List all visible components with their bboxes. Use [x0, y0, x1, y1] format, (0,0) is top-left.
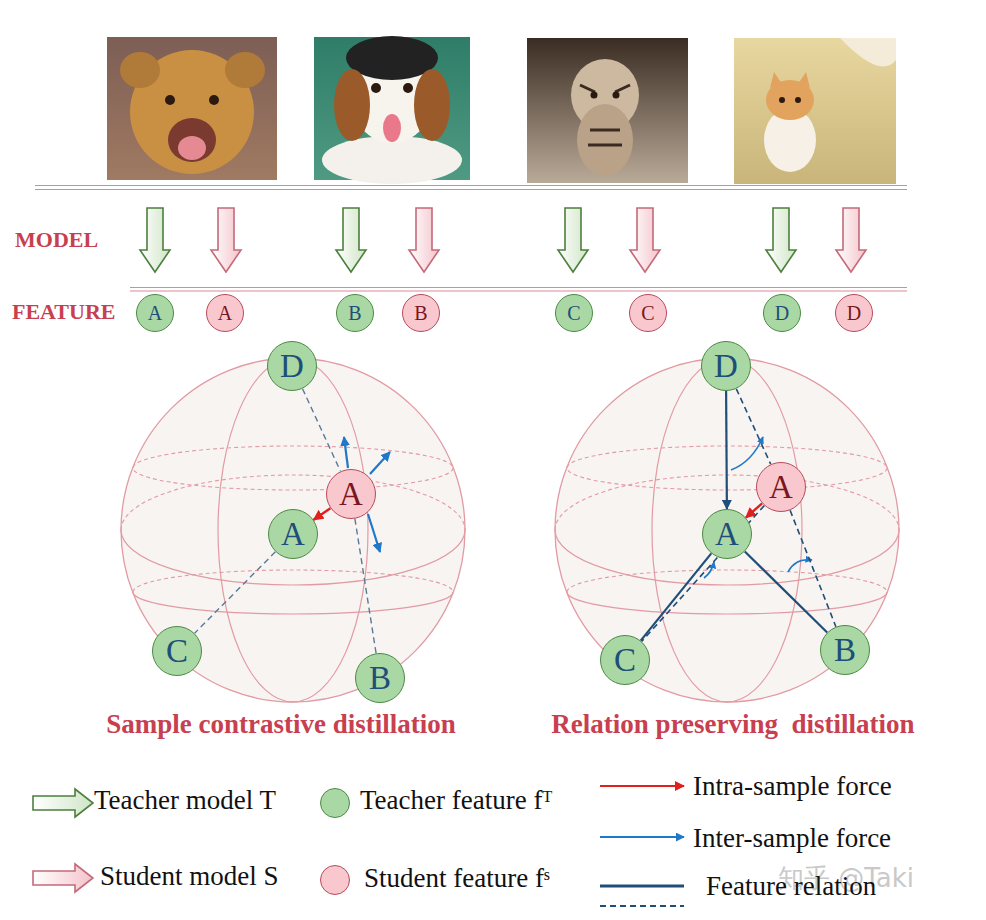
legend-intra-arrow: [600, 785, 684, 787]
legend-student-arrow: [33, 864, 93, 892]
node-label: A: [148, 303, 162, 323]
student-feature-circle: C: [629, 294, 667, 332]
node-label: C: [641, 303, 654, 323]
node-label: B: [414, 303, 427, 323]
legend-text: Intra-sample force: [693, 772, 892, 802]
feature-relation-dashed: [355, 519, 376, 654]
feature-relation-dashed: [195, 552, 276, 633]
node-label: B: [834, 634, 856, 667]
feature-relation-solid: [641, 553, 712, 640]
photo-tiger: [527, 38, 688, 183]
legend-text: Student feature fˢ: [364, 864, 550, 894]
legend-text: Inter-sample force: [693, 824, 891, 854]
teacher-feature-circle: D: [267, 341, 317, 391]
node-label: A: [339, 478, 363, 511]
feature-sphere: [555, 358, 899, 702]
feature-sphere: [121, 358, 465, 702]
teacher-feature-circle: A: [136, 294, 174, 332]
node-label: D: [280, 350, 304, 383]
student-model-arrow: [211, 208, 866, 272]
teacher-feature-circle: C: [152, 626, 202, 676]
photo-lion: [107, 37, 277, 180]
node-label: C: [614, 644, 636, 677]
intra-sample-force: [746, 503, 762, 517]
photo-cat: [734, 38, 896, 184]
student-feature-circle: A: [756, 462, 806, 512]
feature-relation-dashed: [303, 389, 341, 472]
legend-dashed-line: [600, 905, 684, 907]
legend-teacher-arrow: [33, 789, 93, 817]
node-label: B: [348, 303, 361, 323]
photo-beagle: [314, 36, 470, 184]
row-label: FEATURE: [12, 300, 116, 324]
node-label: D: [775, 303, 789, 323]
node-label: A: [218, 303, 232, 323]
teacher-feature-circle: C: [600, 635, 650, 685]
node-label: D: [714, 350, 738, 383]
legend-swatch: [320, 865, 350, 895]
legend-text: Feature relation: [706, 872, 876, 902]
legend-inter-arrow: [600, 836, 684, 838]
node-label: A: [769, 471, 793, 504]
node-label: A: [281, 518, 305, 551]
student-feature-circle: A: [206, 294, 244, 332]
node-label: B: [369, 662, 391, 695]
teacher-feature-circle: A: [268, 509, 318, 559]
legend-swatch: [320, 788, 350, 818]
panel-caption: Sample contrastive distillation: [106, 710, 456, 740]
node-label: C: [567, 303, 580, 323]
legend-text: Student model S: [100, 862, 279, 892]
feature-relation-dashed: [736, 389, 770, 464]
feature-relation-solid: [745, 552, 827, 633]
teacher-feature-circle: A: [702, 509, 752, 559]
feature-relation-dashed: [642, 506, 765, 642]
student-feature-circle: A: [326, 469, 376, 519]
feature-relation-dashed: [790, 510, 836, 626]
feature-relation-arrow: [725, 391, 728, 509]
teacher-feature-circle: B: [336, 294, 374, 332]
legend-solid-line: [600, 885, 684, 888]
node-label: C: [166, 635, 188, 668]
node-label: D: [847, 303, 861, 323]
teacher-feature-circle: D: [701, 341, 751, 391]
node-label: A: [715, 518, 739, 551]
student-feature-circle: B: [402, 294, 440, 332]
legend-text: Teacher feature fᵀ: [360, 786, 552, 816]
teacher-model-arrow: [140, 208, 796, 272]
teacher-feature-circle: B: [355, 653, 405, 703]
intra-sample-force: [314, 508, 331, 520]
separator-line: [35, 186, 907, 292]
teacher-feature-circle: C: [555, 294, 593, 332]
row-label: MODEL: [15, 228, 98, 252]
teacher-feature-circle: D: [763, 294, 801, 332]
legend-text: Teacher model T: [94, 786, 276, 816]
teacher-feature-circle: B: [820, 625, 870, 675]
panel-caption: Relation preserving distillation: [551, 710, 914, 740]
student-feature-circle: D: [835, 294, 873, 332]
